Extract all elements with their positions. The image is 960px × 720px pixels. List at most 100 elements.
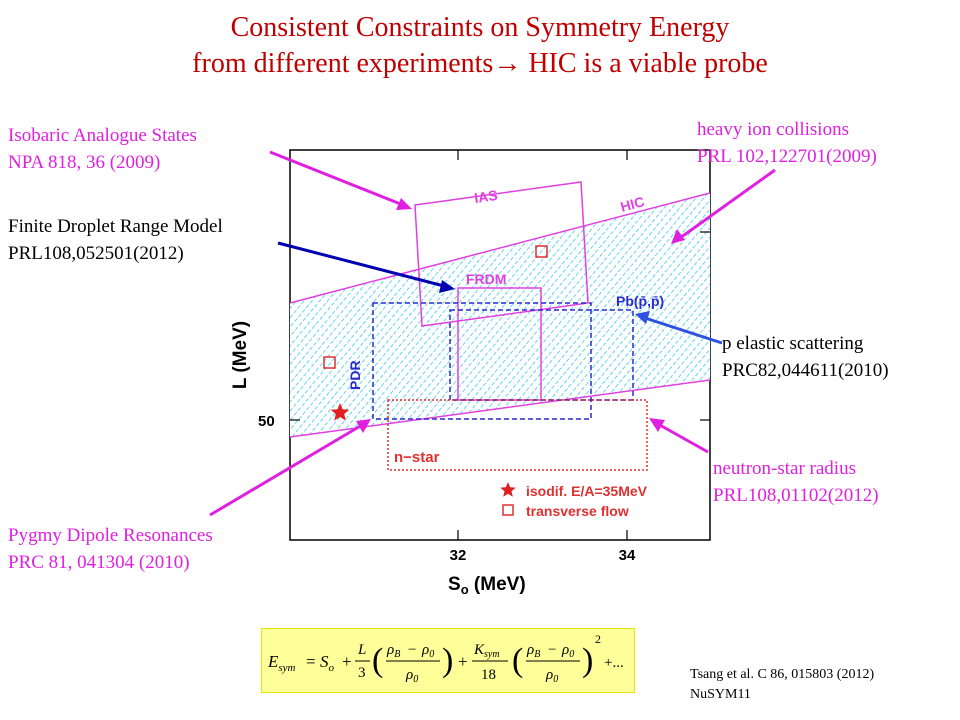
annotation-frdm: Finite Droplet Range Model PRL108,052501… [8,213,223,267]
annotation-hic-line1: heavy ion collisions [697,119,849,140]
region-label-frdm: FRDM [466,271,506,287]
formula-rho0-2-main: ρ [405,667,413,683]
formula-lhs: Esym [267,652,296,674]
annotation-ias: Isobaric Analogue States NPA 818, 36 (20… [8,122,197,176]
formula-rho0-3-sub: 0 [569,649,574,660]
x-axis-label-main: S [448,574,461,595]
nstar-box [387,399,648,471]
nstar-arrow [657,422,709,454]
x-axis-label: So (MeV) [448,574,526,597]
formula-rho0-2-sub: 0 [413,674,418,685]
region-label-hic: HIC [619,193,646,215]
formula-rparen-2: ) [582,642,593,679]
formula-L: L [357,642,366,658]
title-line2-pre: from different experiments [192,48,494,79]
x-tick-label: 32 [450,547,467,564]
formula-lparen-1: ( [372,642,383,679]
formula-rho0-2: ρ0 [405,667,418,685]
annotation-nstar-line2: PRL108,01102(2012) [713,485,879,506]
legend-star-icon [500,482,516,497]
formula-minus-1: − [408,642,416,658]
formula-plus-2: + [458,652,468,671]
citation-line2: NuSYM11 [690,687,751,702]
x-tick-label: 34 [619,547,636,564]
legend-square-icon [502,504,514,516]
formula-ksym-sub: sym [484,649,500,660]
formula-s0-main: S [320,652,329,671]
annotation-pdr-line1: Pygmy Dipole Resonances [8,525,213,546]
region-label-pdr: PDR [347,360,363,390]
hic-band-upper-edge [289,192,711,304]
slide-title-line2: from different experiments→ HIC is a via… [0,46,960,82]
frdm-arrow-head-icon [439,280,455,293]
formula-minus-2: − [548,642,556,658]
formula-ksym-main: K [473,642,485,658]
annotation-nstar-line1: neutron-star radius [713,458,856,479]
formula-plus-1: + [342,652,352,671]
formula-tail: +... [604,655,624,671]
formula-equals: = [306,652,316,671]
formula-rhoB-2-sub: B [534,649,540,660]
formula-s0-sub: o [329,662,335,674]
formula-rho0-4-sub: 0 [553,674,558,685]
formula-rhoB-1: ρB [386,642,400,660]
x-axis-label-sub: o [461,582,469,597]
nstar-arrow-head-icon [649,418,665,432]
formula-ksym: Ksym [473,642,500,660]
legend-isodif-label: isodif. E/A=35MeV [526,483,648,499]
isodif-star-marker [330,403,350,421]
formula-eighteen: 18 [481,667,496,683]
formula-rhoB-1-main: ρ [386,642,394,658]
formula-rho0-1: ρ0 [421,642,434,660]
formula-rho0-3-main: ρ [561,642,569,658]
formula-rho0-4: ρ0 [545,667,558,685]
right-arrow-icon: → [493,48,522,79]
formula-power: 2 [595,632,601,646]
formula-s0: So [320,652,335,674]
flow-marker [535,245,548,258]
region-label-pb: Pb(p̄,p̄) [616,293,664,309]
y-tick-label: 50 [258,413,275,430]
formula-rhoB-1-sub: B [394,649,400,660]
pdr-arrow-head-icon [356,419,371,433]
pb-arrow [644,316,723,345]
annotation-pelastic-line2: PRC82,044611(2010) [722,360,889,381]
formula-lparen-2: ( [512,642,523,679]
annotation-pelastic: p elastic scattering PRC82,044611(2010) [722,330,889,384]
annotation-ias-line1: Isobaric Analogue States [8,125,197,146]
formula-rparen-1: ) [442,642,453,679]
annotation-nstar: neutron-star radius PRL108,01102(2012) [713,455,879,509]
annotation-ias-line2: NPA 818, 36 (2009) [8,152,161,173]
flow-marker [323,356,336,369]
annotation-hic-line2: PRL 102,122701(2009) [697,146,877,167]
hic-arrow-head-icon [671,229,685,244]
pdr-arrow [209,423,363,517]
annotation-pdr: Pygmy Dipole Resonances PRC 81, 041304 (… [8,522,213,576]
hic-arrow [679,168,776,240]
annotation-frdm-line1: Finite Droplet Range Model [8,216,223,237]
ias-arrow [269,150,404,207]
formula-rho0-3: ρ0 [561,642,574,660]
title-line2-post: HIC is a viable probe [521,48,768,79]
legend-flow-label: transverse flow [526,503,629,519]
annotation-pelastic-line1: p elastic scattering [722,333,864,354]
formula-rho0-4-main: ρ [545,667,553,683]
formula-rho0-1-main: ρ [421,642,429,658]
ias-box [414,181,589,327]
formula-lhs-sub: sym [278,662,295,674]
formula-rho0-1-sub: 0 [429,649,434,660]
ias-arrow-head-icon [396,198,412,210]
formula-rhoB-2: ρB [526,642,540,660]
region-label-ias: IAS [473,187,498,206]
frdm-box [457,287,542,401]
annotation-frdm-line2: PRL108,052501(2012) [8,243,184,264]
pdr-box [372,302,592,420]
citation: Tsang et al. C 86, 015803 (2012) NuSYM11 [690,665,874,705]
annotation-pdr-line2: PRC 81, 041304 (2010) [8,552,190,573]
formula-lhs-main: E [267,652,279,671]
symmetry-energy-formula: Esym = So + L 3 ( ρB − ρ0 ρ0 ) + Ksym 18… [261,628,635,693]
y-axis-label: L (MeV) [230,321,251,389]
slide-title-line1: Consistent Constraints on Symmetry Energ… [230,12,730,43]
formula-rhoB-2-main: ρ [526,642,534,658]
